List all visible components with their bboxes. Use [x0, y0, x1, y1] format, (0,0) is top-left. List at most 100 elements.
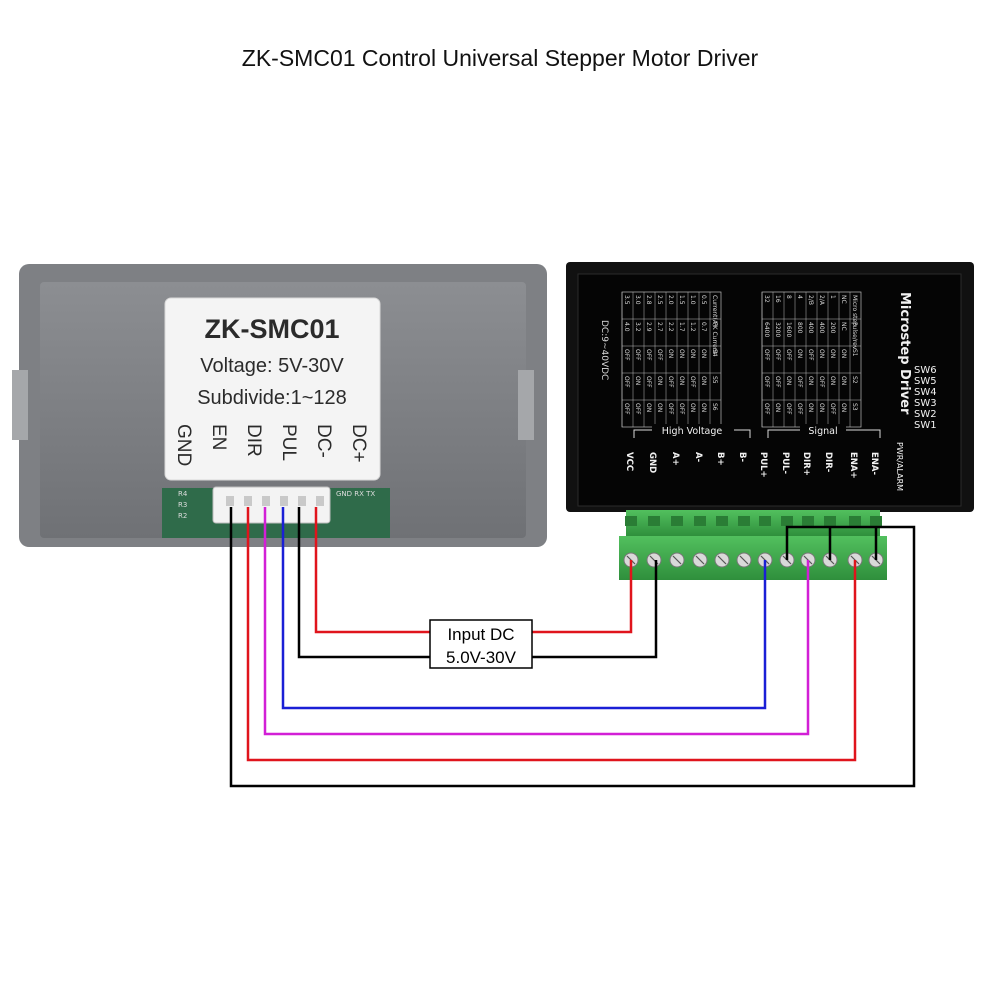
current-table-cell: 1.0: [689, 295, 696, 305]
controller-clip-left: [12, 370, 28, 440]
current-table-cell: 0.5: [700, 295, 707, 305]
terminal-label-pul-minus: PUL-: [780, 452, 790, 475]
stepper-driver: Microstep Driver DC:9~40VDC SW6 SW5 SW4 …: [566, 262, 974, 580]
terminal-slot: [870, 516, 882, 526]
terminal-slot: [781, 516, 793, 526]
pcb-mark-r3: R3: [178, 501, 187, 509]
microstep-table-cell: OFF: [818, 376, 825, 388]
microstep-table-cell: 400: [818, 322, 825, 334]
microstep-table-cell: OFF: [763, 403, 770, 415]
microstep-table-cell: Pulse/rev: [851, 322, 858, 350]
high-voltage-label: High Voltage: [662, 426, 723, 437]
microstep-table-cell: 16: [774, 295, 781, 303]
terminal-slot: [802, 516, 814, 526]
microstep-table-cell: 8: [785, 295, 792, 299]
pcb-mark-r4: R4: [178, 490, 188, 498]
microstep-table-cell: OFF: [796, 376, 803, 388]
pin-label-en: EN: [208, 424, 229, 450]
sw2-label: SW2: [914, 409, 937, 420]
microstep-table-cell: ON: [807, 376, 814, 385]
current-table-cell: PK Current: [711, 322, 718, 355]
terminal-slot: [671, 516, 683, 526]
terminal-slot: [716, 516, 728, 526]
input-dc-line1: Input DC: [447, 625, 514, 644]
microstep-table-cell: OFF: [763, 376, 770, 388]
microstep-table-cell: 200: [829, 322, 836, 334]
driver-title: Microstep Driver: [897, 292, 912, 415]
terminal-label-ena-minusplus: ENA+: [848, 452, 858, 479]
current-table-cell: S6: [711, 403, 718, 411]
microstep-table-cell: OFF: [763, 349, 770, 361]
pin-label-gnd: GND: [173, 424, 194, 466]
terminal-label-dir-minus: DIR-: [823, 452, 833, 473]
microstep-table-cell: 400: [807, 322, 814, 334]
controller-label-sticker: [164, 297, 381, 481]
current-table-cell: ON: [678, 349, 685, 358]
current-table-cell: OFF: [678, 403, 685, 415]
controller-clip-right: [518, 370, 534, 440]
microstep-table-cell: ON: [840, 376, 847, 385]
current-table-cell: 0.7: [700, 322, 707, 332]
current-setting-table: Current(A)PK CurrentS4S5S60.50.7ONONON1.…: [621, 291, 722, 428]
input-dc-box-frame: [429, 619, 533, 669]
microstep-table-cell: 1600: [785, 322, 792, 337]
pcb-mark-r2: R2: [178, 512, 187, 520]
microstep-table-cell: OFF: [785, 349, 792, 361]
terminal-block-top: [626, 510, 880, 536]
current-table-cell: 2.2: [667, 322, 674, 332]
current-table-cell: OFF: [645, 349, 652, 361]
microstep-table-cell: ON: [829, 376, 836, 385]
current-table-cell: OFF: [656, 349, 663, 361]
current-table-cell: 3.2: [634, 322, 641, 332]
current-table-cell: ON: [700, 376, 707, 385]
pwr-alarm-label: PWR/ALARM: [895, 442, 904, 491]
microstep-table-cell: ON: [796, 349, 803, 358]
signal-label: Signal: [808, 426, 837, 437]
microstep-table-cell: OFF: [774, 349, 781, 361]
current-table-cell: OFF: [623, 403, 630, 415]
current-table-cell: S5: [711, 376, 718, 384]
current-table-cell: 2.9: [645, 322, 652, 332]
sw1-label: SW1: [914, 420, 937, 431]
microstep-table-cell: Micro step: [851, 295, 858, 326]
microstep-table-cell: S1: [851, 349, 858, 357]
microstep-table-cell: OFF: [807, 349, 814, 361]
microstep-table-cell: ON: [829, 349, 836, 358]
microstep-table-cell: S2: [851, 376, 858, 384]
terminal-block: [619, 510, 887, 580]
pin-label-dc-minus: DC-: [313, 424, 334, 458]
microstep-table-cell: OFF: [785, 403, 792, 415]
current-table-cell: 4.0: [623, 322, 630, 332]
current-table-cell: 1.5: [678, 295, 685, 305]
microstep-table-cell: ON: [774, 403, 781, 412]
diagram-title: ZK-SMC01 Control Universal Stepper Motor…: [241, 45, 759, 71]
sw5-label: SW5: [914, 376, 937, 387]
wire-en-red: [246, 507, 857, 762]
input-dc-line2: 5.0V-30V: [446, 648, 517, 667]
terminal-label-a-minusplus: A+: [670, 452, 680, 466]
input-dc-box: Input DC 5.0V-30V: [429, 619, 533, 669]
terminal-label-a-minus: A-: [693, 452, 703, 463]
current-table-cell: 3.5: [623, 295, 630, 305]
driver-face: [577, 273, 962, 507]
connector-pins: [226, 496, 324, 506]
current-table-cell: Current(A): [711, 295, 718, 326]
terminal-label-b-minusplus: B+: [715, 452, 725, 466]
driver-supply: DC:9~40VDC: [599, 320, 609, 380]
current-table-cell: OFF: [689, 376, 696, 388]
current-table-cell: ON: [678, 376, 685, 385]
current-table-cell: 2.5: [656, 295, 663, 305]
microstep-table-cell: 2/B: [807, 295, 814, 305]
current-table-cell: ON: [667, 349, 674, 358]
microstep-table-cell: ON: [818, 403, 825, 412]
microstep-table-cell: OFF: [774, 376, 781, 388]
current-table-cell: OFF: [667, 403, 674, 415]
terminal-label-pul-minusplus: PUL+: [758, 452, 768, 478]
microstep-table-cell: 2/A: [818, 295, 825, 306]
terminal-label-b-minus: B-: [737, 452, 747, 462]
terminal-slot: [759, 516, 771, 526]
microstep-table-cell: 6400: [763, 322, 770, 337]
microstep-table-cell: 800: [796, 322, 803, 334]
